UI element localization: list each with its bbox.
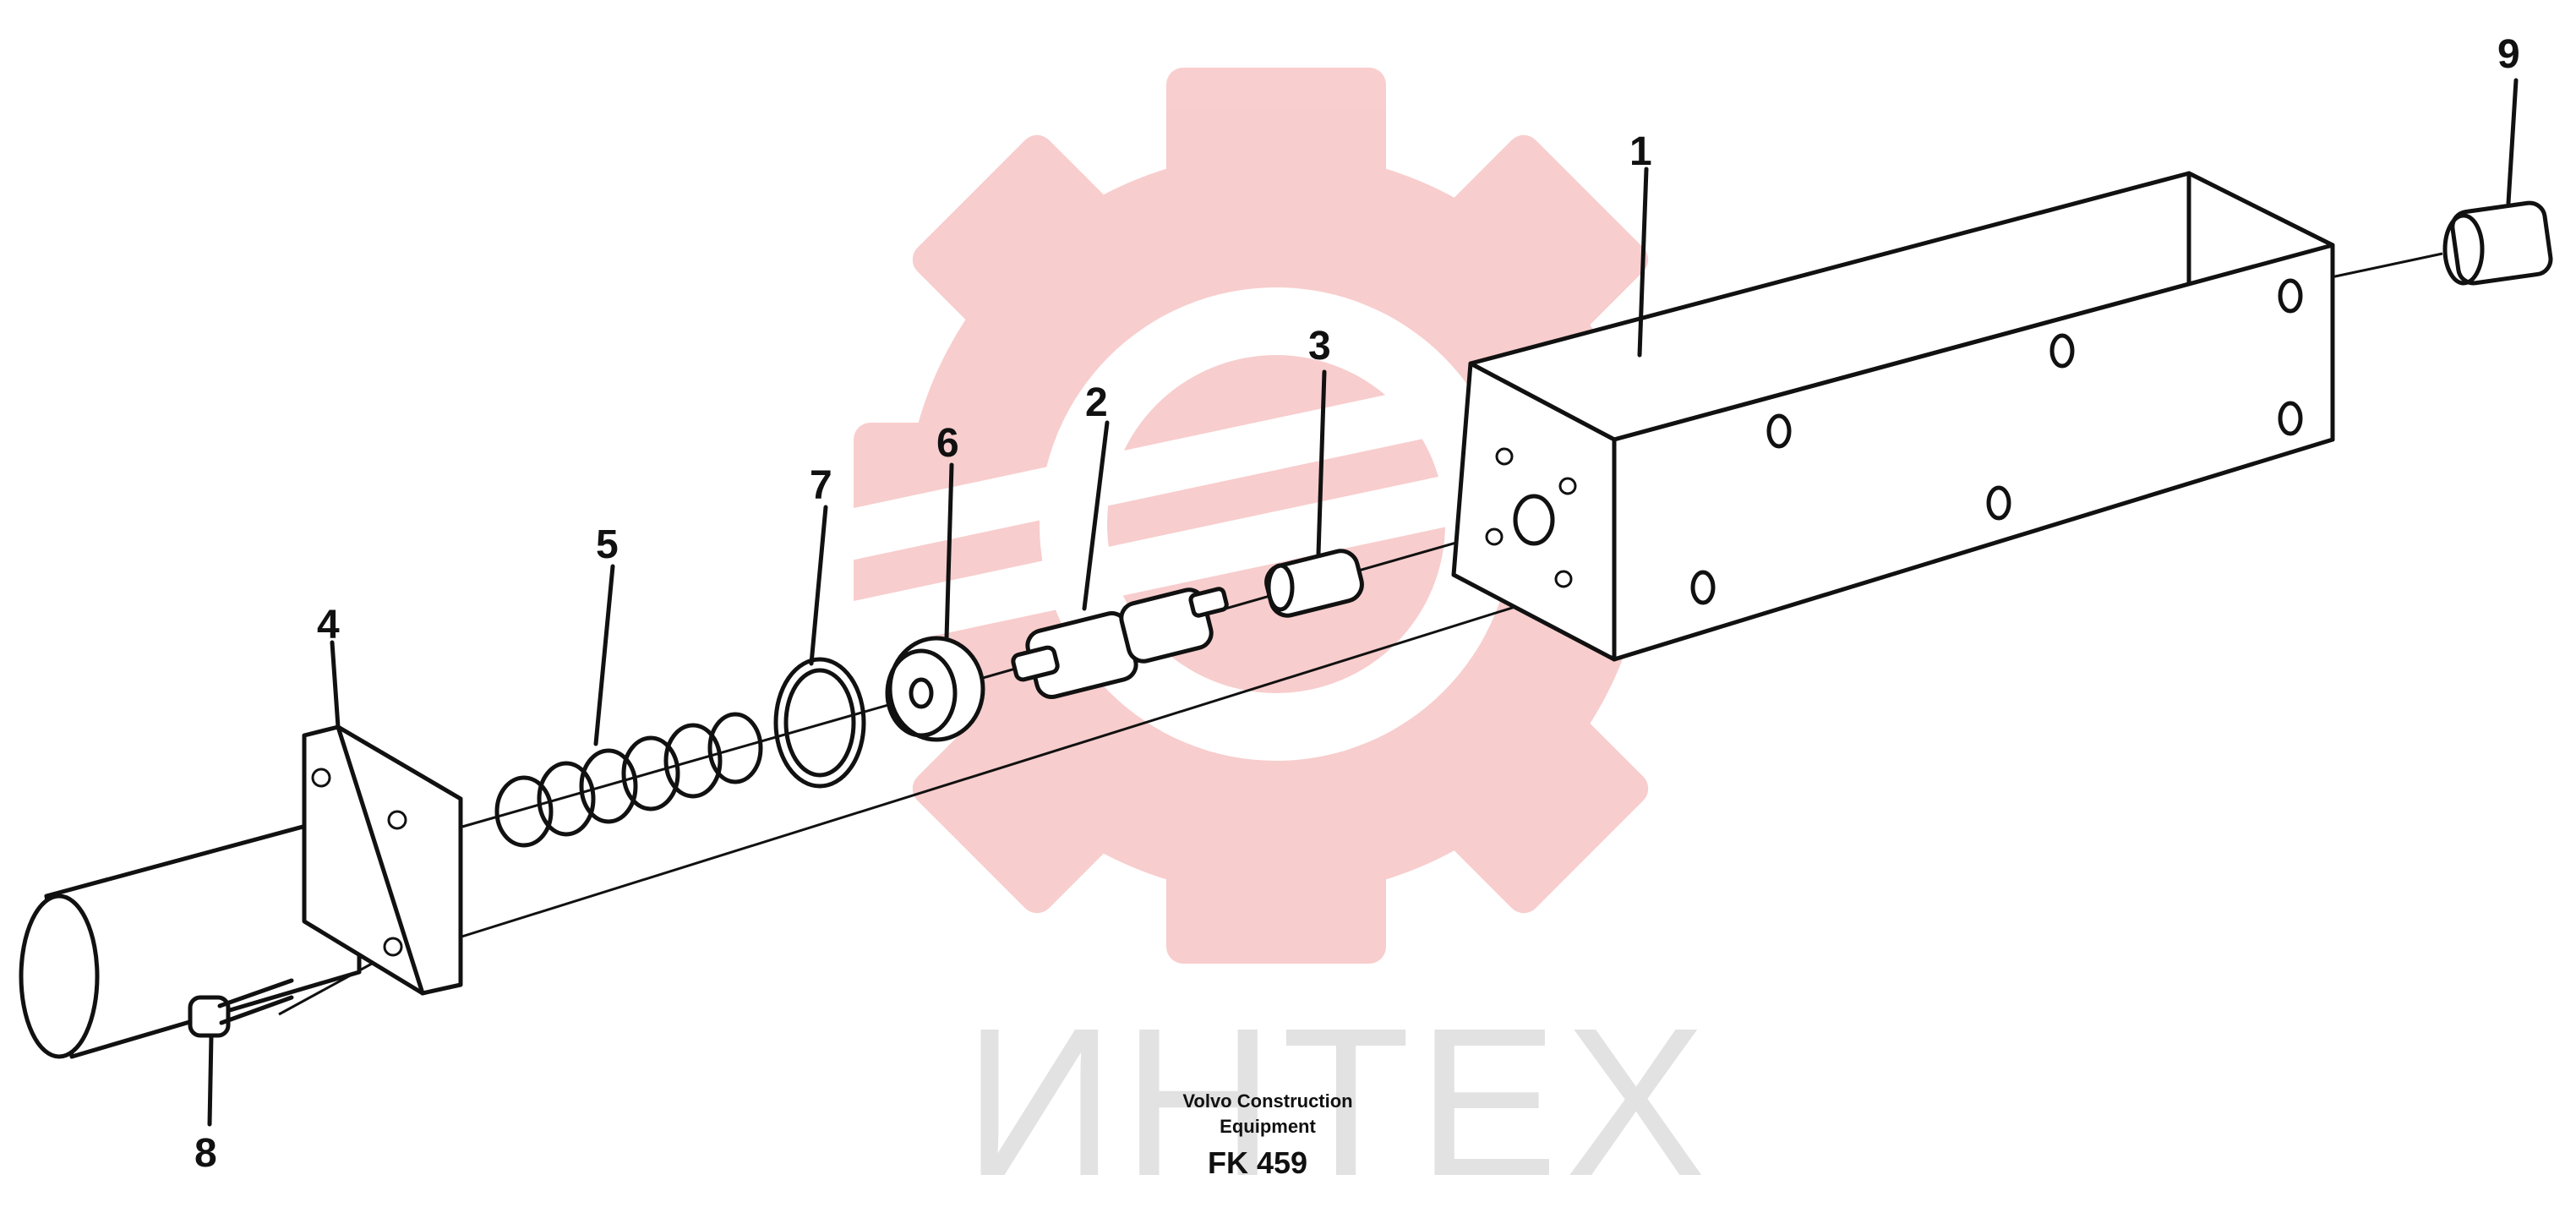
callout-5: 5 (596, 522, 619, 567)
caption-code: FK 459 (1208, 1145, 1307, 1180)
part-3-piston (1264, 549, 1364, 618)
leader-lines (207, 78, 2519, 1127)
callout-9: 9 (2497, 32, 2520, 77)
caption-line2: Equipment (1220, 1116, 1316, 1137)
callout-6: 6 (936, 421, 959, 466)
part-1-valve-housing (1451, 171, 2335, 662)
part-7-o-ring (773, 657, 866, 789)
part-5-spring (494, 712, 763, 848)
part-4-cover (19, 724, 463, 1059)
callout-8: 8 (194, 1131, 217, 1176)
callout-2: 2 (1085, 380, 1108, 425)
part-8-screw (188, 978, 294, 1038)
part-9-plug (2442, 200, 2553, 286)
callout-1: 1 (1629, 129, 1652, 174)
watermark-text: ИНТЕХ (963, 984, 1712, 1220)
part-2-valve-spool (1011, 587, 1229, 700)
callout-3: 3 (1308, 324, 1331, 369)
caption-line1: Volvo Construction (1182, 1090, 1352, 1112)
callout-7: 7 (810, 463, 832, 508)
part-6-washer (885, 636, 985, 742)
callout-4: 4 (317, 603, 340, 648)
